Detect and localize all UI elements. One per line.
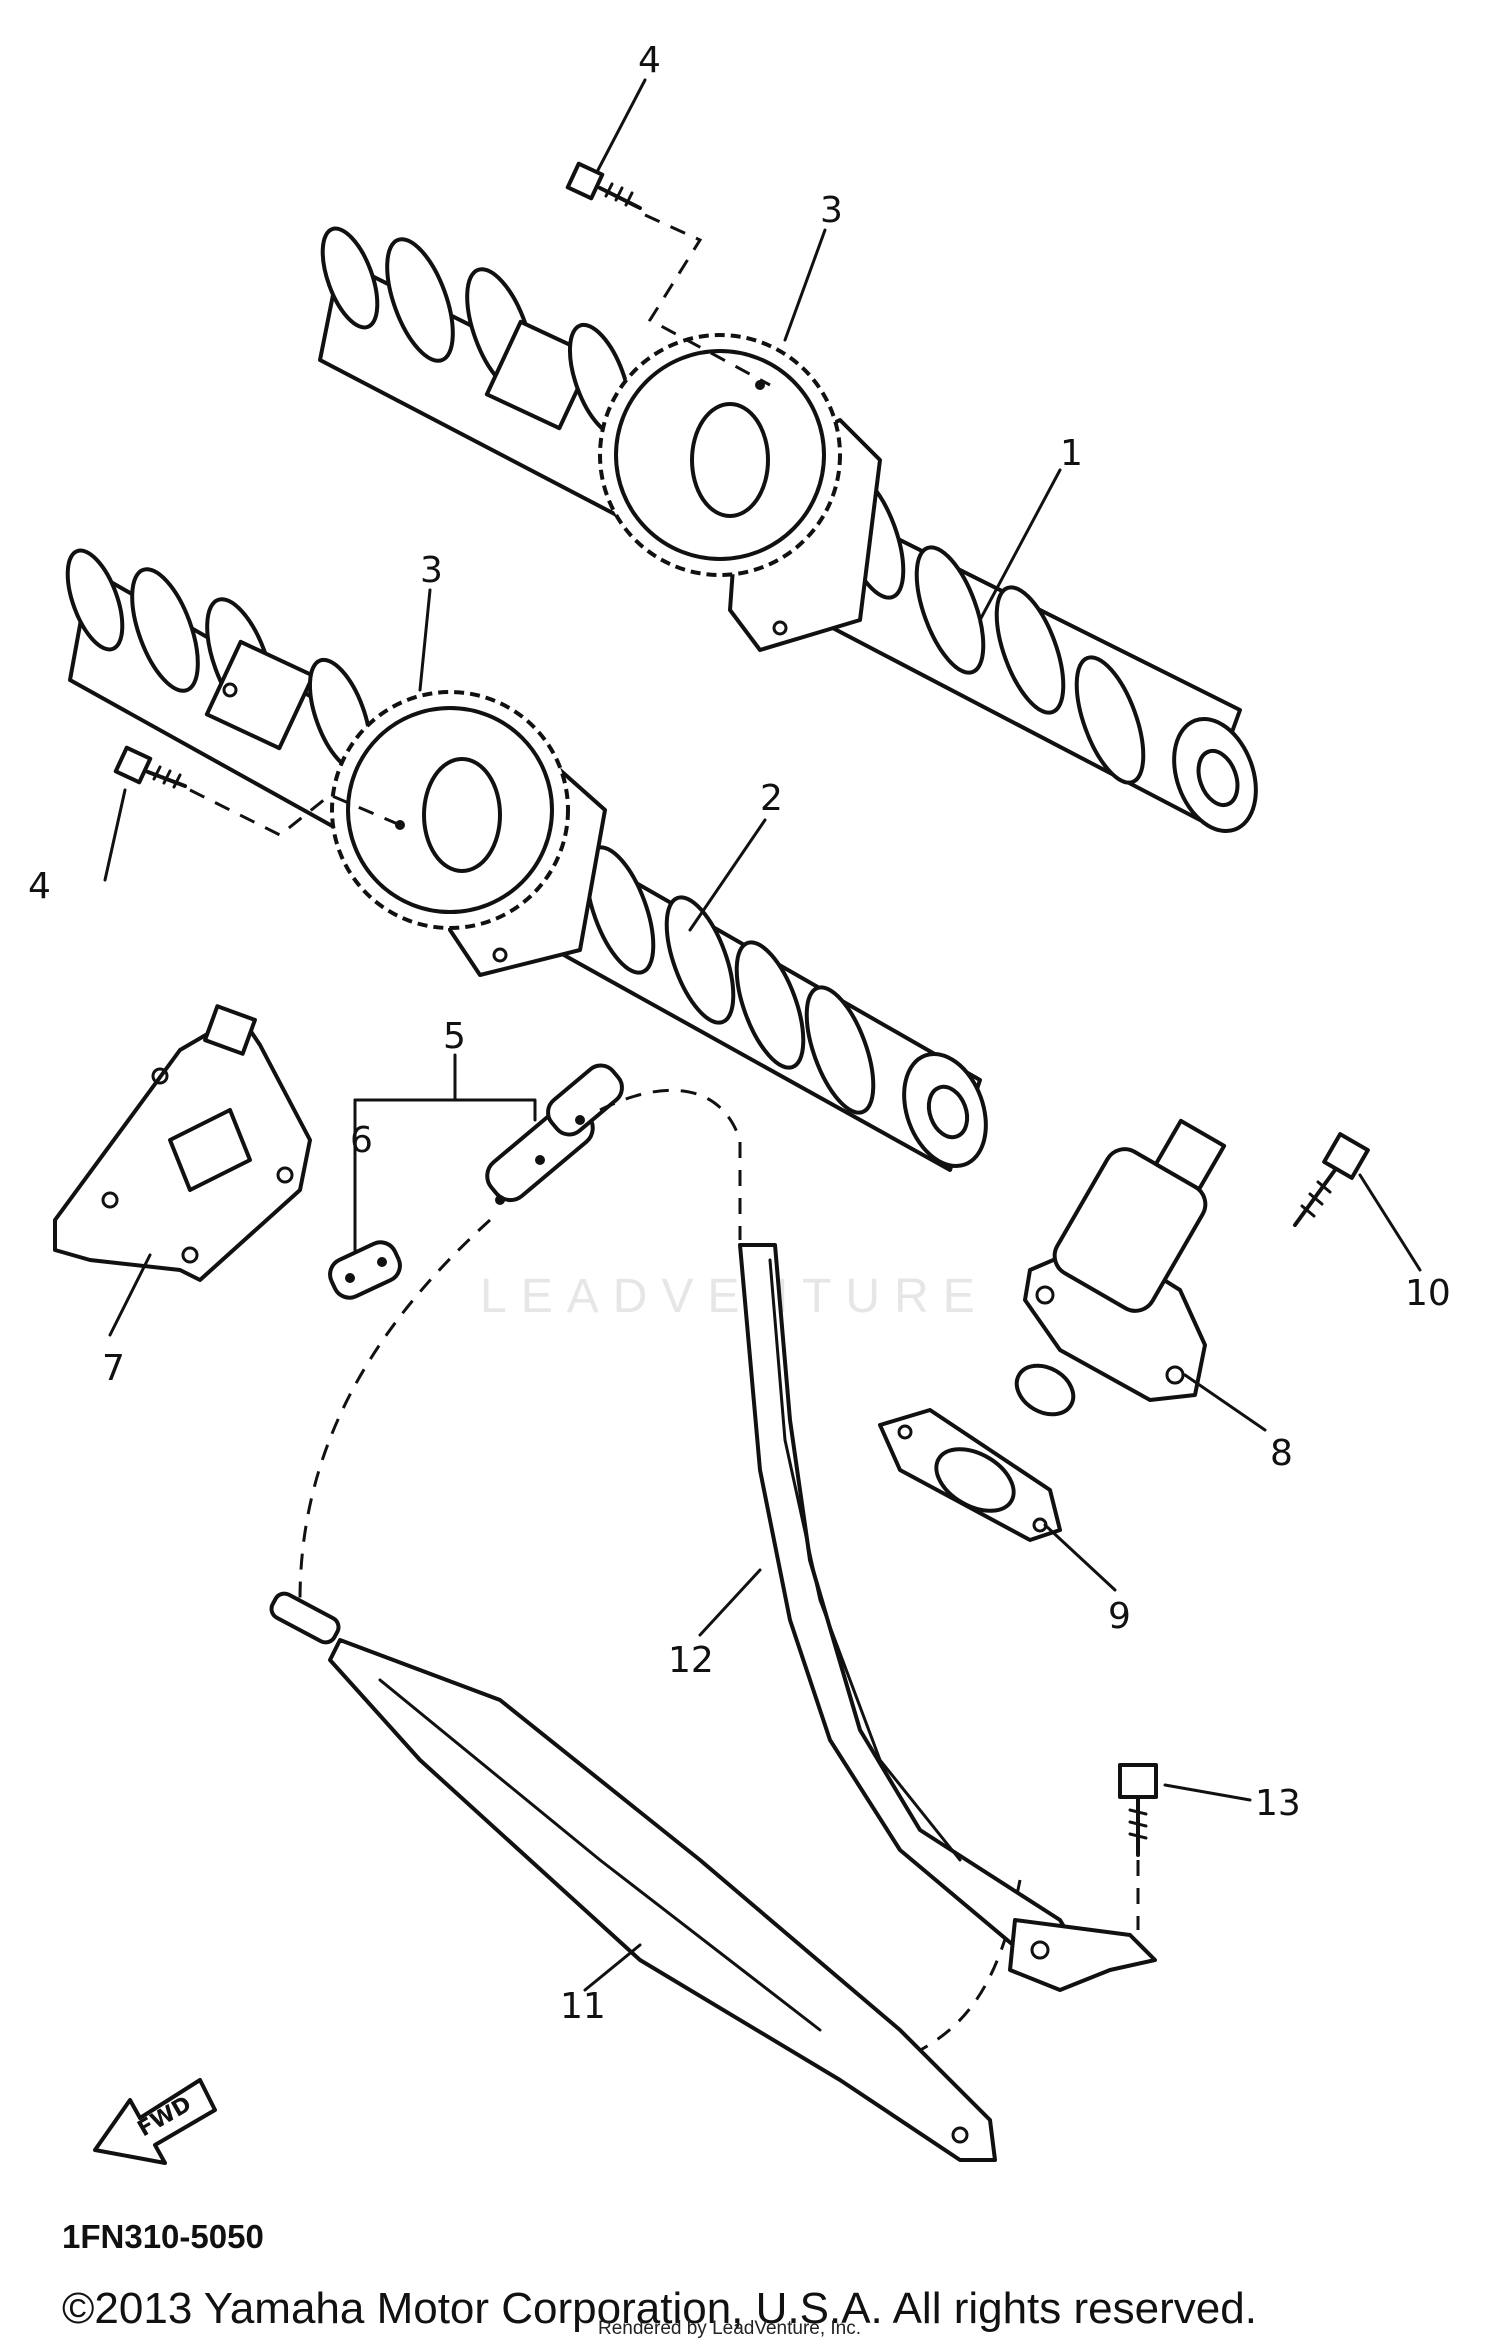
callout-10: 10 bbox=[1405, 1273, 1451, 1314]
callout-6: 6 bbox=[350, 1120, 373, 1161]
callout-8: 8 bbox=[1270, 1433, 1293, 1474]
chain-link-joint[interactable] bbox=[480, 1059, 629, 1207]
callout-9: 9 bbox=[1108, 1596, 1131, 1637]
tensioner-bolt[interactable] bbox=[1293, 1132, 1370, 1227]
guide-bolt[interactable] bbox=[1118, 1763, 1158, 1930]
copyright-notice: ©2013 Yamaha Motor Corporation, U.S.A. A… bbox=[62, 2284, 1257, 2333]
cam-sprocket-lower[interactable] bbox=[330, 690, 570, 930]
callout-11: 11 bbox=[560, 1986, 606, 2027]
forward-arrow-icon: FWD bbox=[93, 2078, 217, 2165]
watermark: LEADVENTURE bbox=[480, 1270, 989, 1323]
bolt-lower[interactable] bbox=[113, 745, 187, 789]
callout-7: 7 bbox=[102, 1348, 125, 1389]
chain-guide-top[interactable] bbox=[53, 1004, 312, 1282]
callout-3-upper: 3 bbox=[820, 190, 843, 231]
callout-3-lower: 3 bbox=[420, 550, 443, 591]
chain-master-link[interactable] bbox=[325, 1237, 405, 1303]
callout-1: 1 bbox=[1060, 433, 1083, 474]
callout-12: 12 bbox=[668, 1640, 714, 1681]
cam-sprocket-upper[interactable] bbox=[598, 333, 842, 577]
rendered-by-notice: Rendered by LeadVenture, Inc. bbox=[598, 2318, 862, 2339]
tensioner-gasket[interactable] bbox=[878, 1408, 1062, 1542]
chain-tensioner[interactable] bbox=[1008, 1118, 1227, 1424]
chain-guide-front[interactable] bbox=[268, 1590, 997, 2162]
diagram-code: 1FN310-5050 bbox=[62, 2218, 264, 2255]
callout-13: 13 bbox=[1255, 1783, 1301, 1824]
bolt-upper[interactable] bbox=[565, 161, 642, 210]
callout-5: 5 bbox=[443, 1016, 466, 1057]
svg-text:LEADVENTURE: LEADVENTURE bbox=[480, 1270, 989, 1323]
callout-labels: 1 2 3 3 4 4 5 6 7 8 9 10 11 12 13 bbox=[28, 40, 1451, 2027]
chain-guide-rear[interactable] bbox=[738, 1243, 1157, 1992]
callout-4-upper: 4 bbox=[638, 40, 661, 81]
callout-4-lower: 4 bbox=[28, 866, 51, 907]
leader-lines bbox=[103, 78, 1422, 1992]
locator-lines bbox=[189, 213, 771, 837]
callout-2: 2 bbox=[760, 778, 783, 819]
